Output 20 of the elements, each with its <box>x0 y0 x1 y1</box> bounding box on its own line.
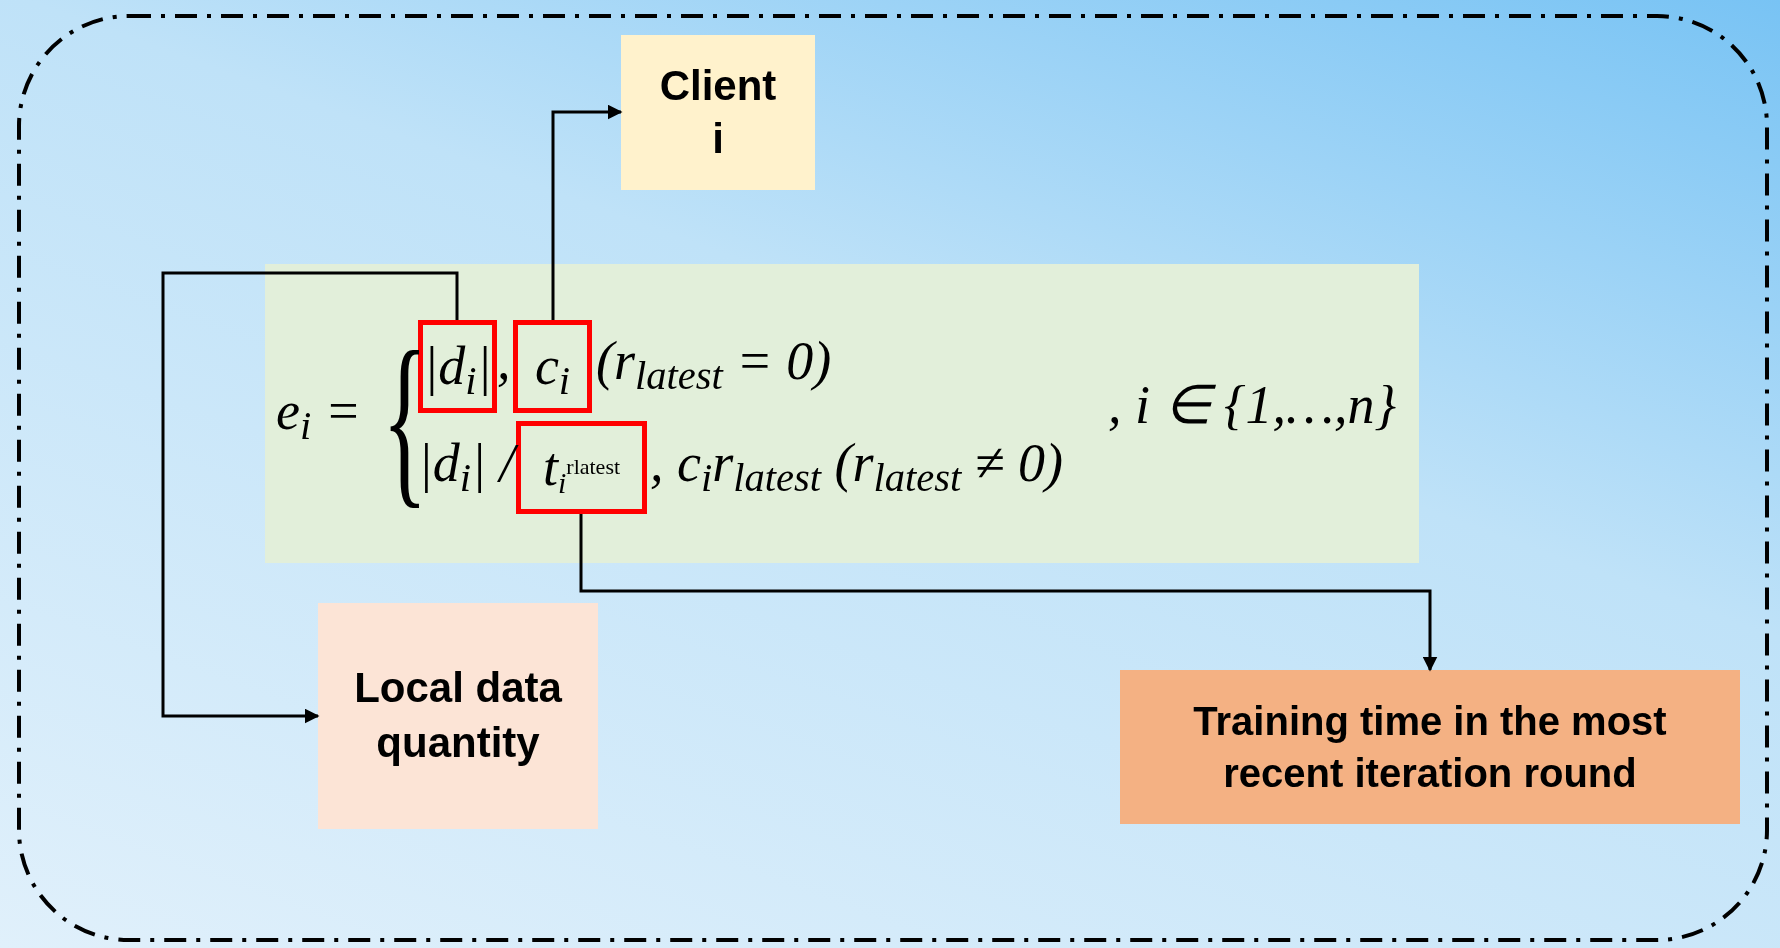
dashed-frame <box>17 14 1769 942</box>
box-label: Training time in the most recent iteration round <box>1192 698 1668 797</box>
connector-arrow <box>579 514 1438 672</box>
box-label: Client i <box>659 61 777 164</box>
formula-text: e$_{i}$ = <box>276 380 362 446</box>
formula-text: , c$_{i}$r$_{latest}$ (r$_{latest}$ ≠ 0) <box>650 432 1063 498</box>
formula-panel <box>263 262 1421 565</box>
client-box <box>621 35 815 190</box>
highlight-box <box>513 320 592 413</box>
formula-text: (r$_{latest}$ = 0) <box>596 330 832 396</box>
connector-arrow <box>551 104 623 320</box>
highlight-box <box>418 320 497 413</box>
connector-arrow <box>161 271 459 724</box>
time-box <box>1120 670 1740 824</box>
formula-text: , i ∈ {1,…,n} <box>1108 374 1397 437</box>
quantity-box <box>318 603 598 829</box>
box-label: Local data quantity <box>353 663 563 768</box>
formula-text: , <box>497 330 511 393</box>
formula-term: c$_{i}$ <box>534 335 571 406</box>
formula-term: |d$_{i}$| <box>423 335 492 406</box>
